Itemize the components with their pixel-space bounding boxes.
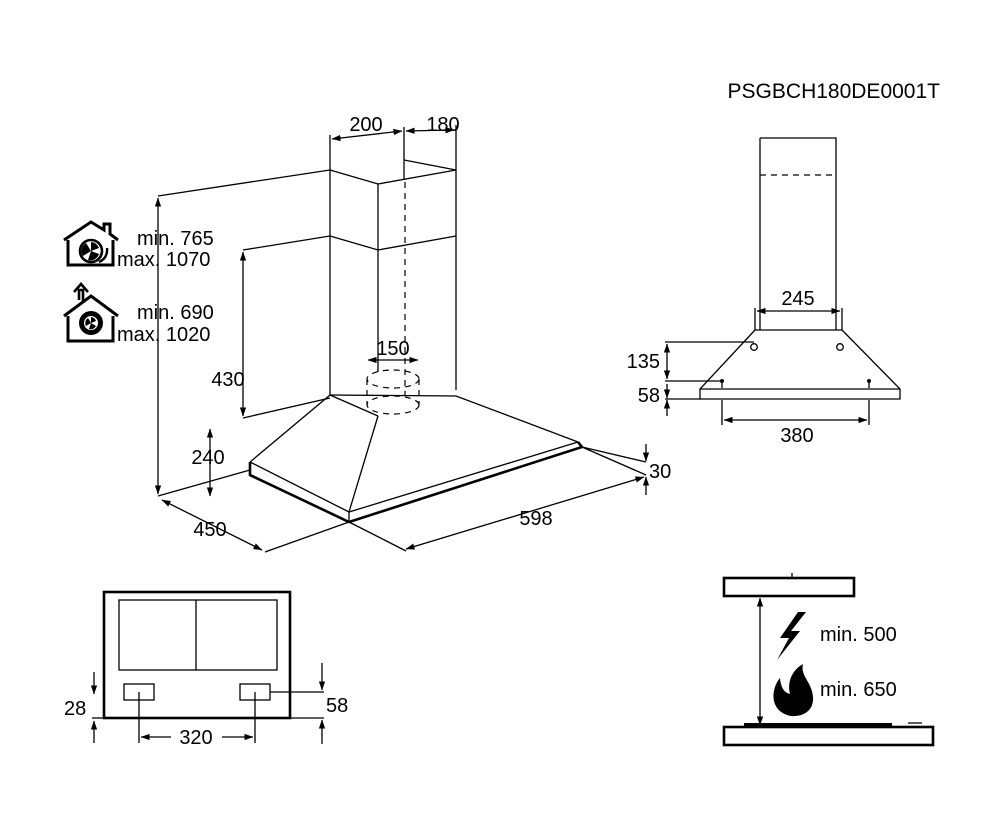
recirculation-min-height: min. 690	[137, 302, 214, 324]
dimension-width: 598	[348, 446, 647, 552]
dimension-front-thickness: 30	[581, 444, 671, 495]
label-front-thickness: 30	[649, 461, 671, 483]
lightning-icon	[777, 612, 806, 660]
extraction-max-height: max. 1070	[117, 249, 210, 271]
label-light-offset: 58	[326, 695, 348, 717]
dimension-bracket-height: 135	[627, 341, 754, 382]
dimension-light-spacing: 320	[138, 692, 256, 749]
electric-min-height: min. 500	[820, 624, 897, 646]
dimension-chimney-depth: 180	[405, 114, 460, 170]
label-bracket-width: 245	[781, 288, 814, 310]
label-hole-spacing: 380	[780, 425, 813, 447]
main-isometric-view: 200 180 150 430 240	[154, 114, 671, 553]
recirculation-max-height: max. 1020	[117, 324, 210, 346]
label-light-spacing: 320	[179, 727, 212, 749]
label-width: 598	[519, 508, 552, 530]
product-code: PSGBCH180DE0001T	[728, 80, 941, 103]
dimension-outlet: 150	[367, 338, 419, 364]
dimension-edge-offset: 28	[64, 672, 104, 743]
label-chimney-width: 200	[349, 114, 382, 136]
label-bracket-height: 135	[627, 351, 660, 373]
bottom-view: 28 58 320	[64, 590, 348, 749]
recirculation-mode: min. 690 max. 1020	[63, 282, 214, 346]
house-recirculation-filter-icon	[63, 282, 119, 343]
dimension-light-offset: 58	[270, 663, 348, 744]
dimension-total-height	[154, 169, 331, 497]
installation-heights-view: min. 500 min. 650	[722, 573, 935, 747]
extraction-min-height: min. 765	[137, 228, 214, 250]
label-bracket-offset: 58	[638, 385, 660, 407]
dimension-bracket-offset: 58	[638, 384, 700, 416]
side-view: 245 135 58 380	[627, 137, 901, 447]
dimension-depth: 450	[161, 499, 350, 553]
label-depth: 450	[193, 519, 226, 541]
dimension-hole-spacing: 380	[721, 400, 870, 447]
extraction-mode: min. 765 max. 1070	[63, 220, 214, 271]
gas-min-height: min. 650	[820, 679, 897, 701]
outlet-collar	[366, 369, 420, 415]
label-edge-offset: 28	[64, 698, 86, 720]
dimension-chimney-section: 430	[211, 235, 331, 419]
dimension-canopy-height: 240	[191, 428, 225, 497]
canopy	[248, 394, 585, 524]
flame-icon	[773, 664, 814, 717]
label-canopy-height: 240	[191, 447, 224, 469]
label-outlet-diameter: 150	[376, 338, 409, 360]
label-chimney-section: 430	[211, 369, 244, 391]
dimension-bracket-width: 245	[756, 288, 841, 315]
dimension-chimney-width: 200	[329, 114, 405, 170]
house-fan-outlet-icon	[63, 220, 119, 267]
label-chimney-depth: 180	[426, 114, 459, 136]
